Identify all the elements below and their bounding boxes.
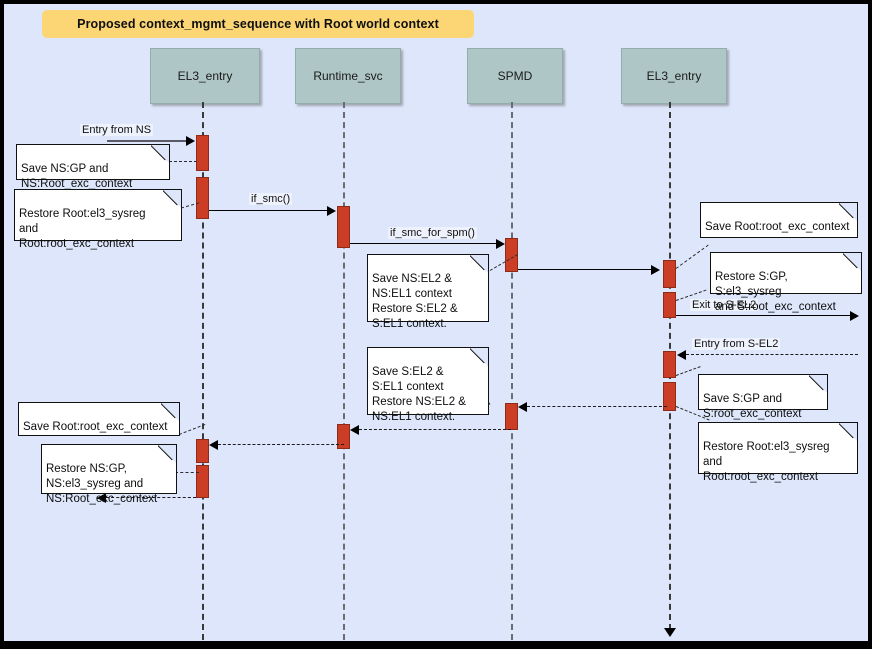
activation-bar	[196, 465, 209, 498]
note-fold-edge-icon	[161, 403, 179, 421]
note-restore-s-gp-s-el3-sysreg: Restore S:GP, S:el3_sysreg and S:root_ex…	[710, 252, 862, 313]
message-line-entry-from-ns	[107, 140, 191, 142]
message-arrowhead-icon	[97, 493, 106, 503]
note-text: Save Root:root_exc_context	[23, 421, 168, 433]
note-fold-edge-icon	[839, 203, 857, 221]
note-text: Save Root:root_exc_context	[705, 221, 850, 233]
note-fold-edge-icon	[839, 423, 857, 441]
activation-bar	[337, 424, 350, 449]
activation-bar	[663, 292, 676, 318]
message-line-el3-entry-right-to-spmd	[527, 406, 667, 407]
note-text: Save S:EL2 & S:EL1 context Restore NS:EL…	[372, 366, 466, 423]
note-anchor	[164, 161, 197, 162]
message-label-if-smc-for-spm: if_smc_for_spm()	[388, 227, 477, 239]
diagram-title-banner: Proposed context_mgmt_sequence with Root…	[42, 10, 474, 38]
note-fold-edge-icon	[470, 348, 488, 366]
activation-bar	[663, 260, 676, 288]
note-anchor	[175, 472, 199, 473]
note-text: Restore NS:GP, NS:el3_sysreg and NS:Root…	[46, 463, 158, 505]
activation-bar	[663, 351, 676, 378]
activation-bar	[663, 382, 676, 411]
message-line-exit-to-s-el2	[676, 315, 856, 316]
message-arrowhead-icon	[350, 425, 359, 435]
participant-spmd[interactable]: SPMD	[467, 48, 563, 104]
participant-el3-entry-left[interactable]: EL3_entry	[150, 48, 260, 104]
note-save-ns-gp: Save NS:GP and NS:Root_exc_context	[16, 144, 170, 190]
note-save-s-gp: Save S:GP and S:root_exc_context	[698, 374, 828, 420]
participant-label: SPMD	[497, 69, 533, 83]
note-save-ns-el2-restore-s-el2: Save NS:EL2 & NS:EL1 context Restore S:E…	[367, 254, 489, 330]
note-save-s-el2-restore-ns-el2: Save S:EL2 & S:EL1 context Restore NS:EL…	[367, 347, 489, 423]
message-arrowhead-icon	[327, 206, 336, 216]
participant-label: Runtime_svc	[313, 69, 383, 83]
activation-bar	[196, 177, 209, 219]
activation-bar	[505, 238, 518, 272]
lifeline-end-arrow-icon	[664, 628, 676, 637]
note-fold-edge-icon	[158, 445, 176, 463]
activation-bar	[337, 206, 350, 248]
message-line-entry-from-s-el2	[686, 354, 858, 355]
message-arrowhead-icon	[518, 402, 527, 412]
note-restore-root-el3-sysreg-bottom: Restore Root:el3_sysreg and Root:root_ex…	[698, 422, 858, 483]
note-save-root-exc-context-left: Save Root:root_exc_context	[18, 402, 180, 436]
note-text: Save NS:EL2 & NS:EL1 context Restore S:E…	[372, 273, 458, 330]
diagram-title-text: Proposed context_mgmt_sequence with Root…	[77, 17, 439, 31]
message-line-spmd-to-runtime-svc	[359, 429, 511, 430]
message-arrowhead-icon	[677, 350, 686, 360]
participant-el3-entry-right[interactable]: EL3_entry	[621, 48, 727, 104]
message-arrowhead-icon	[651, 265, 660, 275]
note-text: Save S:GP and S:root_exc_context	[703, 393, 802, 420]
message-line-el3-entry-left-exit	[106, 497, 196, 498]
activation-bar	[505, 403, 518, 430]
note-text: Save NS:GP and NS:Root_exc_context	[21, 163, 133, 190]
note-text: Restore Root:el3_sysreg and Root:root_ex…	[703, 441, 830, 483]
participant-label: EL3_entry	[177, 69, 233, 83]
note-save-root-exc-context-right: Save Root:root_exc_context	[700, 202, 858, 238]
note-text: Restore Root:el3_sysreg and Root:root_ex…	[19, 208, 146, 250]
message-line-if-smc	[209, 210, 331, 211]
message-label-entry-from-s-el2: Entry from S-EL2	[692, 338, 781, 350]
note-anchor	[675, 244, 709, 269]
message-arrowhead-icon	[850, 311, 859, 321]
note-anchor	[675, 366, 701, 376]
sequence-diagram-canvas: Proposed context_mgmt_sequence with Root…	[4, 4, 868, 641]
note-fold-edge-icon	[843, 253, 861, 271]
note-restore-root-el3-sysreg-top: Restore Root:el3_sysreg and Root:root_ex…	[14, 189, 182, 250]
message-line-if-smc-for-spm	[350, 243, 499, 244]
lifeline-el3-entry-left	[202, 102, 204, 640]
message-label-exit-to-s-el2: Exit to S-EL2	[690, 299, 759, 311]
participant-label: EL3_entry	[646, 69, 702, 83]
message-arrowhead-icon	[209, 440, 218, 450]
note-fold-edge-icon	[151, 145, 169, 163]
message-arrowhead-icon	[496, 239, 505, 249]
note-fold-edge-icon	[470, 255, 488, 273]
message-line-runtime-svc-to-el3-entry-left	[218, 444, 344, 445]
participant-runtime-svc[interactable]: Runtime_svc	[295, 48, 401, 104]
note-fold-edge-icon	[163, 190, 181, 208]
lifeline-spmd	[511, 102, 513, 640]
message-label-entry-from-ns: Entry from NS	[80, 124, 154, 136]
note-restore-ns-gp: Restore NS:GP, NS:el3_sysreg and NS:Root…	[41, 444, 177, 505]
message-arrowhead-icon	[186, 136, 195, 146]
message-label-if-smc: if_smc()	[249, 193, 293, 205]
message-line-spmd-to-el3-entry-right	[518, 269, 653, 270]
note-text: Restore S:GP, S:el3_sysreg and S:root_ex…	[715, 271, 836, 313]
activation-bar	[196, 135, 209, 171]
activation-bar	[196, 439, 209, 463]
lifeline-runtime-svc	[343, 102, 345, 640]
note-fold-edge-icon	[809, 375, 827, 393]
